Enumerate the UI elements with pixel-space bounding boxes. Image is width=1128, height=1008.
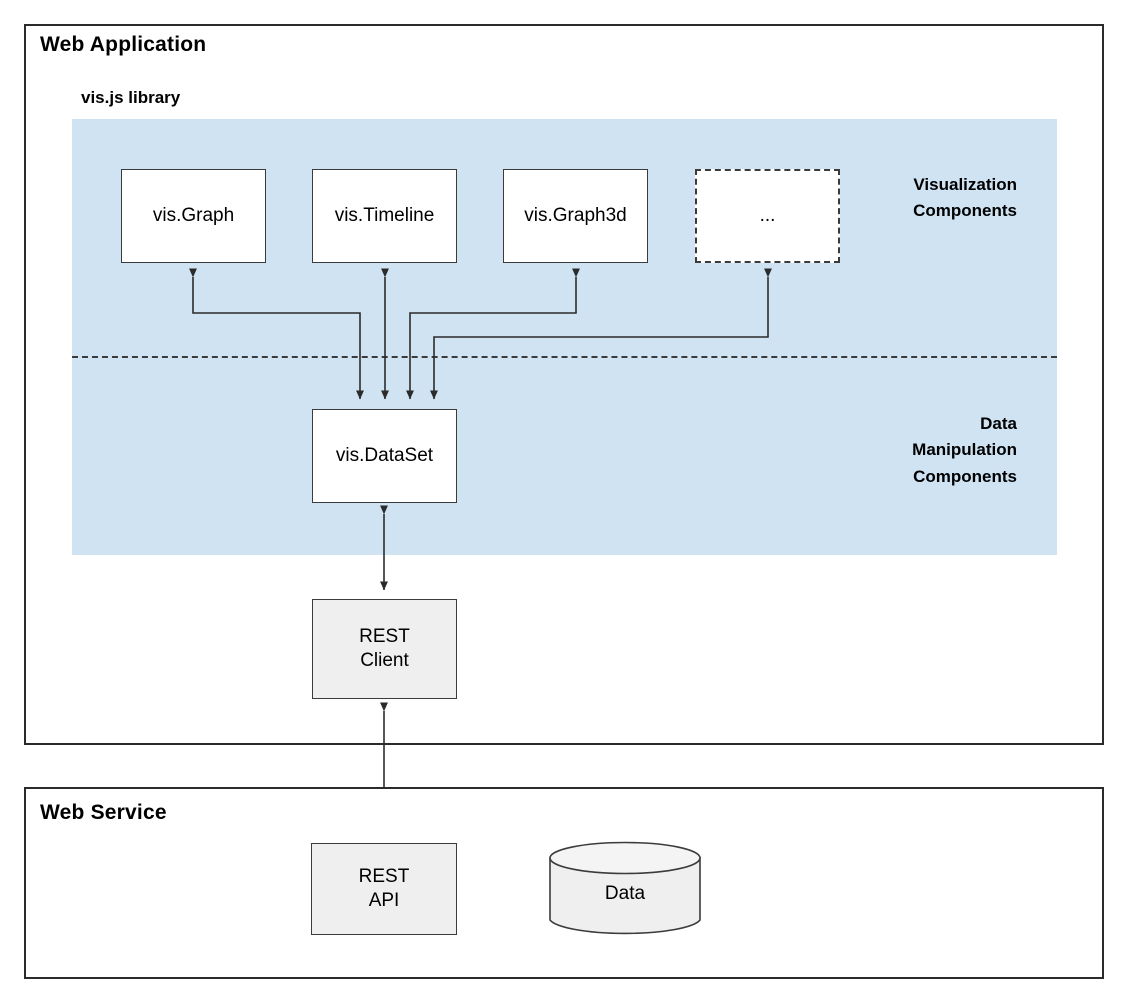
node-vis-timeline-label: vis.Timeline [334,205,435,227]
node-more-components-label: ... [759,205,776,227]
node-vis-timeline[interactable]: vis.Timeline [312,169,457,263]
data-manipulation-components-label: Data Manipulation Components [912,414,1017,486]
visjs-library-title: vis.js library [81,88,181,107]
node-rest-client[interactable]: REST Client [312,599,457,699]
web-application-title: Web Application [40,33,207,56]
visualization-components-label: Visualization Components [913,175,1017,221]
node-vis-graph3d-label: vis.Graph3d [524,205,627,227]
node-rest-api[interactable]: REST API [311,843,457,935]
node-rest-client-label: REST Client [359,626,410,671]
node-rest-api-label: REST API [358,866,410,911]
components-divider [72,356,1057,358]
web-service-title: Web Service [40,801,167,824]
node-vis-graph[interactable]: vis.Graph [121,169,266,263]
node-vis-graph-label: vis.Graph [152,205,235,227]
node-more-components[interactable]: ... [695,169,840,263]
node-database-label: Data [604,883,646,904]
node-database[interactable]: Data [548,841,702,937]
node-vis-dataset[interactable]: vis.DataSet [312,409,457,503]
database-cylinder-icon [549,841,701,935]
node-vis-graph3d[interactable]: vis.Graph3d [503,169,648,263]
node-vis-dataset-label: vis.DataSet [335,445,434,467]
